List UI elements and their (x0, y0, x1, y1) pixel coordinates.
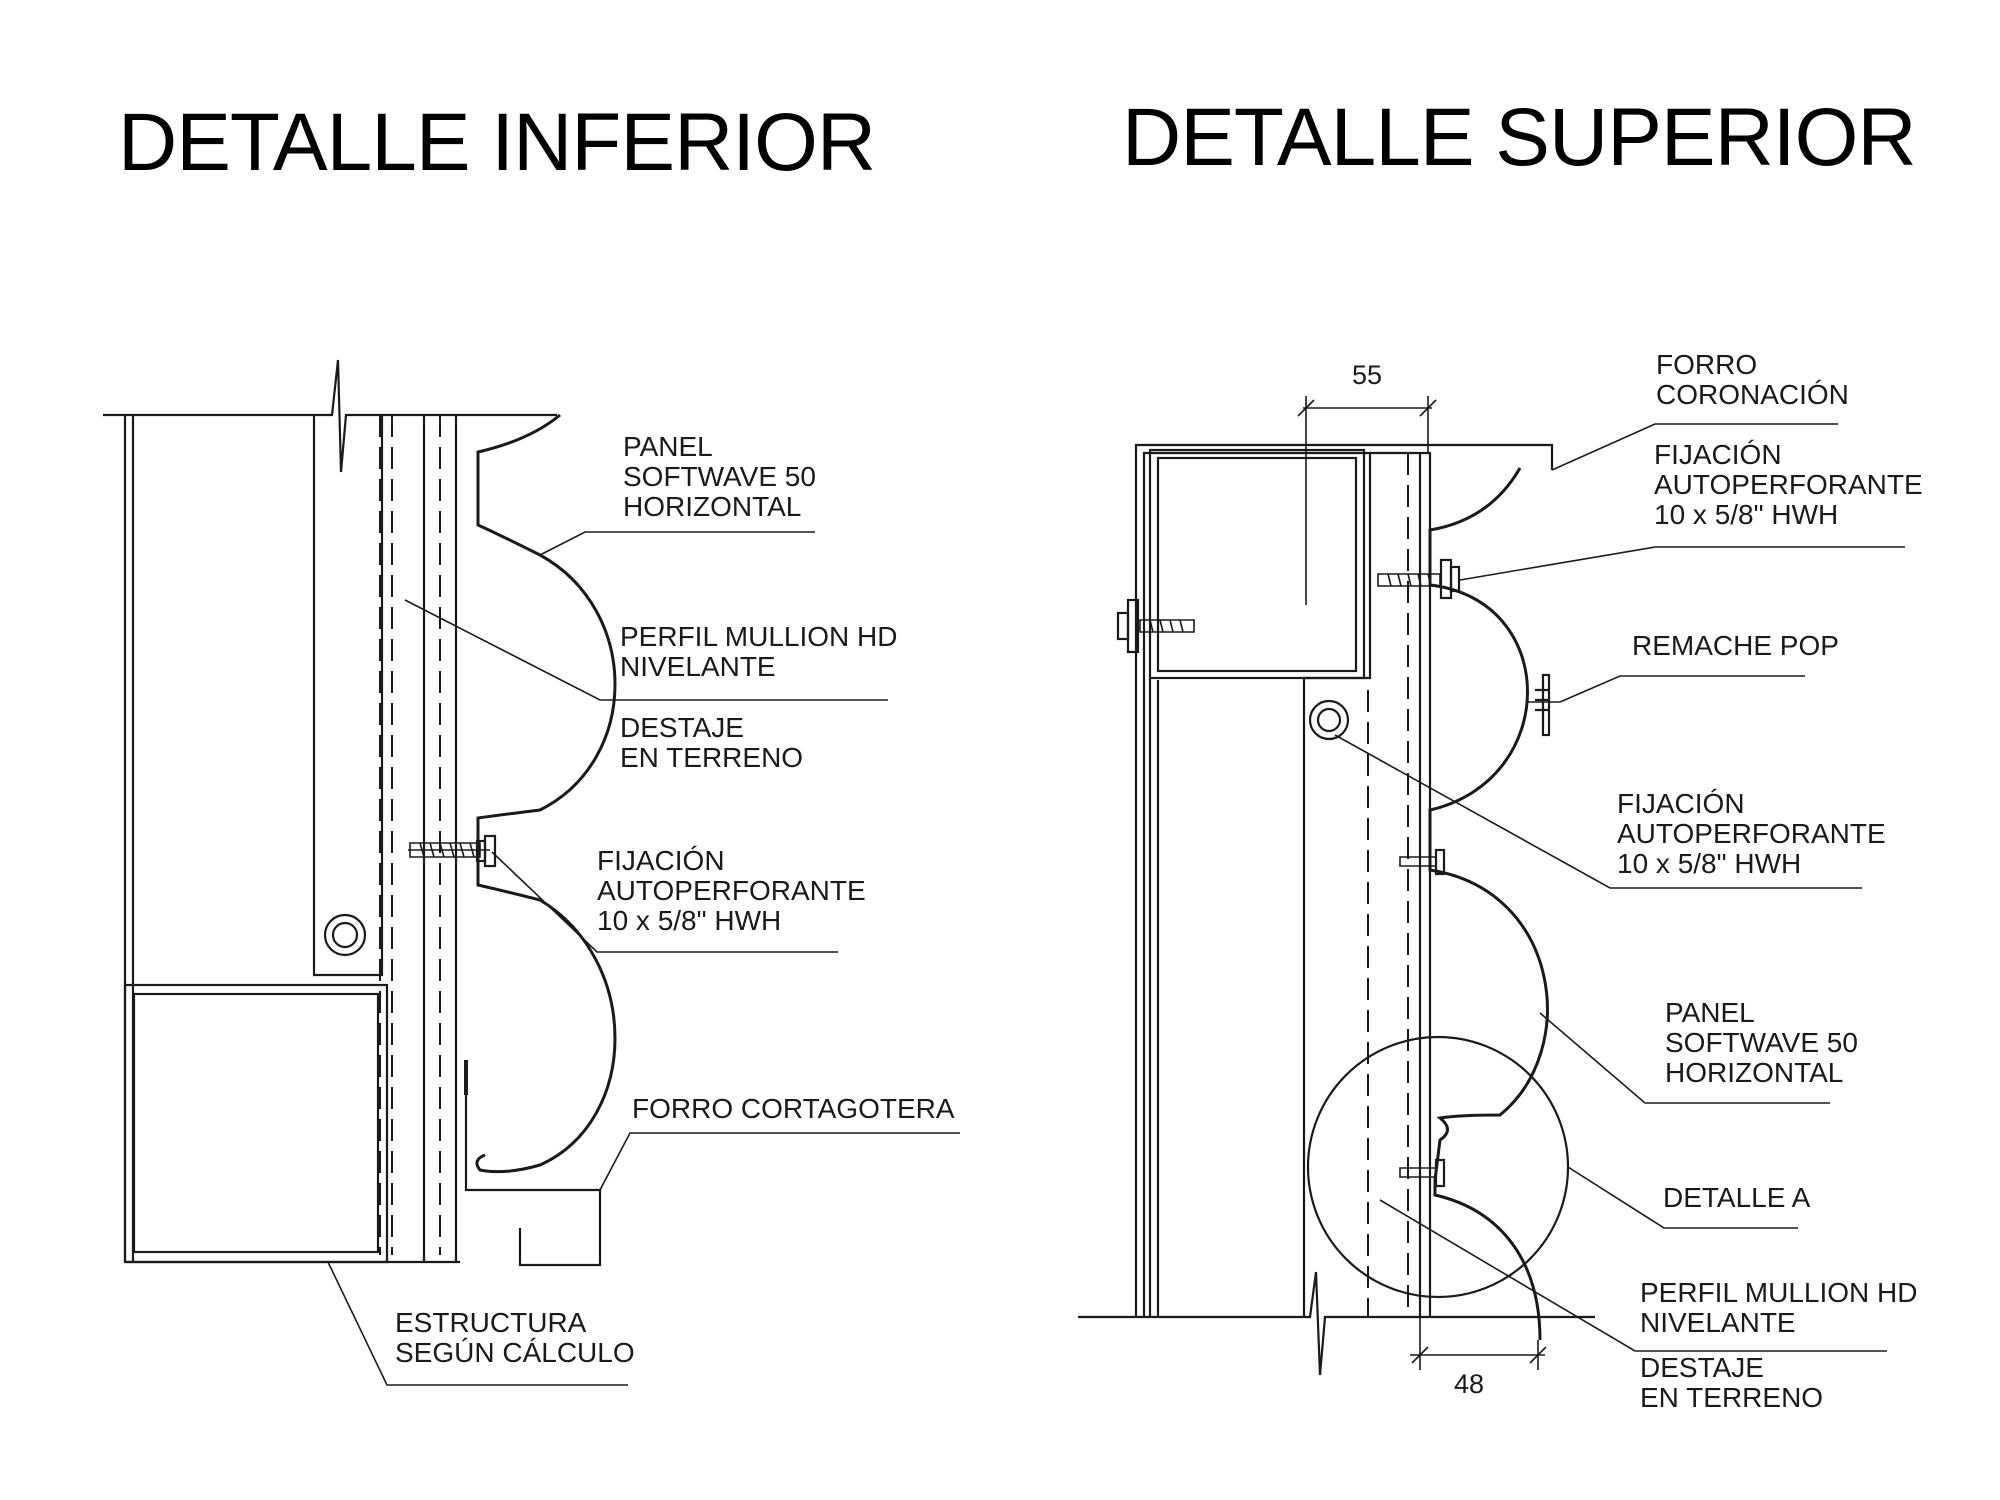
screw-icon (408, 834, 497, 868)
leader-panel (539, 531, 815, 556)
leader-perfil (404, 599, 888, 701)
bottom-break-line (1078, 1271, 1595, 1376)
title-detalle-inferior: DETALLE INFERIOR (118, 97, 875, 188)
bolt-icon-superior (1308, 699, 1350, 741)
cortagotera-profile (464, 1095, 602, 1267)
detalle-superior-drawing (1078, 396, 1905, 1376)
label-panel-inferior: PANEL SOFTWAVE 50 HORIZONTAL (623, 431, 824, 522)
dimension-48: 48 (1454, 1369, 1484, 1399)
coronacion-flashing-inner (1142, 451, 1370, 1317)
label-estructura-inferior: ESTRUCTURA SEGÚN CÁLCULO (395, 1307, 635, 1368)
panel-wave (475, 413, 617, 1174)
leader-forro-superior (1551, 423, 1838, 471)
label-detalle-a: DETALLE A (1663, 1182, 1811, 1213)
detalle-inferior-drawing (103, 359, 960, 1386)
dim-48-ext (1419, 1317, 1539, 1370)
label-fijacion-mid: FIJACIÓN AUTOPERFORANTE 10 x 5/8" HWH (1617, 788, 1893, 879)
title-detalle-superior: DETALLE SUPERIOR (1122, 92, 1916, 183)
inferior-labels: PANEL SOFTWAVE 50 HORIZONTAL PERFIL MULL… (395, 431, 955, 1368)
mullion-profile (312, 415, 384, 977)
dim-55-ticks (1297, 399, 1437, 417)
screw-icon-low (1399, 1158, 1446, 1188)
top-break-line (103, 359, 557, 473)
label-forro-superior: FORRO CORONACIÓN (1656, 349, 1849, 410)
leader-detalle-a (1567, 1166, 1798, 1229)
structure-column (123, 415, 135, 1262)
leader-panel-superior (1539, 1012, 1830, 1104)
coronacion-flashing (1134, 443, 1554, 1317)
label-perfil-inferior: PERFIL MULLION HD NIVELANTE (620, 621, 905, 682)
rail-lines (422, 415, 458, 1262)
label-perfil-superior: PERFIL MULLION HD NIVELANTE (1640, 1277, 1925, 1338)
label-destaje-inferior: DESTAJE EN TERRENO (620, 712, 803, 773)
label-panel-superior: PANEL SOFTWAVE 50 HORIZONTAL (1665, 997, 1866, 1088)
label-fijacion-top: FIJACIÓN AUTOPERFORANTE 10 x 5/8" HWH (1654, 439, 1930, 530)
dimension-55: 55 (1352, 360, 1382, 390)
screw-icon-mid (1399, 848, 1446, 876)
leader-perfil-superior (1379, 1199, 1887, 1352)
square-tube-top-outer (1148, 448, 1366, 680)
dim-48-ticks (1411, 1346, 1547, 1364)
leader-estructura (327, 1261, 628, 1386)
label-destaje-superior: DESTAJE EN TERRENO (1640, 1352, 1823, 1413)
bolt-icon (323, 913, 367, 957)
superior-labels: 55 48 FORRO CORONACIÓN FIJACIÓN AUTOPERF… (1352, 349, 1930, 1413)
square-tube-outer (123, 983, 389, 1264)
leader-forro (599, 1132, 960, 1191)
screw-icon-top (1377, 558, 1461, 600)
leader-remache (1559, 675, 1805, 703)
square-tube-top-inner (1156, 456, 1358, 673)
leader-fijacion (491, 851, 838, 953)
rivet-icon (1528, 673, 1560, 737)
dim-55-ext (1305, 396, 1429, 605)
leader-fijacion-mid (1334, 734, 1862, 889)
screw-icon-side (1116, 598, 1195, 654)
square-tube-inner (132, 992, 380, 1254)
label-remache: REMACHE POP (1632, 630, 1839, 661)
column-below-tube (1148, 678, 1160, 1317)
leader-fijacion-top (1459, 546, 1905, 581)
label-fijacion-inferior: FIJACIÓN AUTOPERFORANTE 10 x 5/8" HWH (597, 845, 873, 936)
label-forro-inferior: FORRO CORTAGOTERA (632, 1093, 955, 1124)
mullion-profile-superior (1302, 451, 1432, 1317)
